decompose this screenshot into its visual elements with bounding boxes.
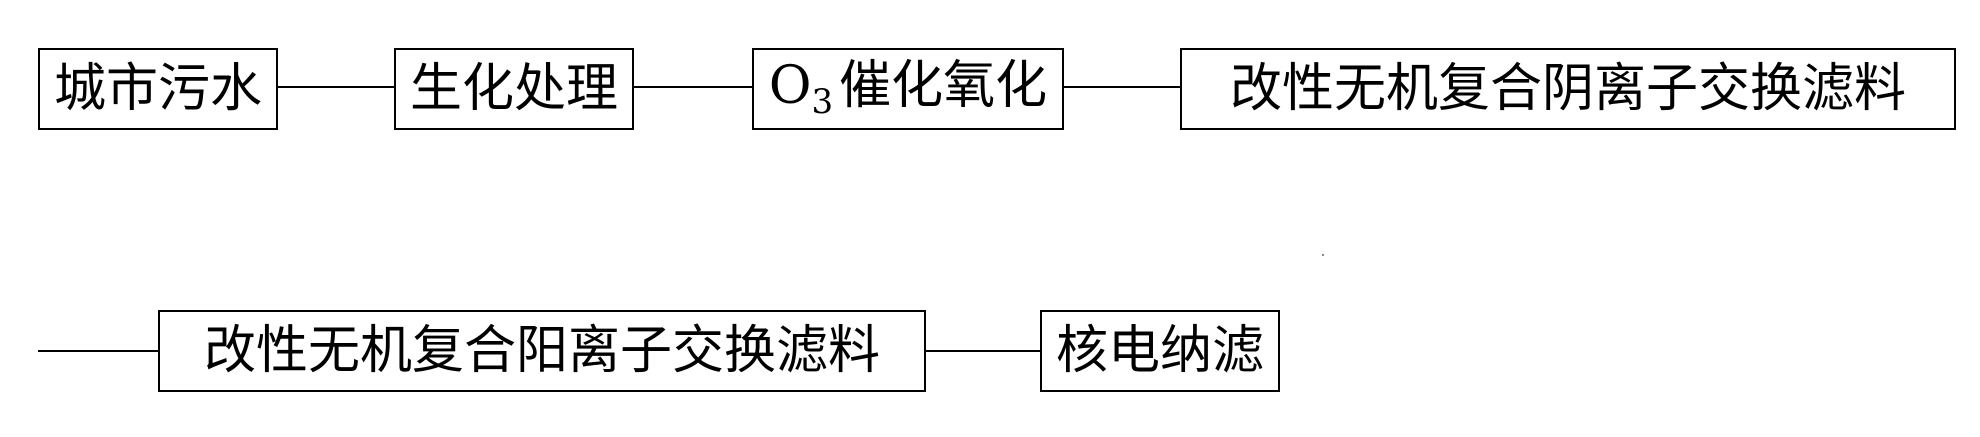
step-biochemical-treatment-label: 生化处理 xyxy=(409,59,618,119)
connector-2-3 xyxy=(634,86,752,88)
connector-1-2 xyxy=(278,86,394,88)
scan-artifact-dot xyxy=(1322,254,1324,256)
step-nuclear-nanofiltration: 核电纳滤 xyxy=(1040,310,1280,392)
connector-3-4 xyxy=(1064,86,1180,88)
connector-4-5 xyxy=(38,350,158,352)
step-anion-exchange-filter: 改性无机复合阴离子交换滤料 xyxy=(1180,48,1956,130)
step-municipal-wastewater: 城市污水 xyxy=(38,48,278,130)
step-municipal-wastewater-label: 城市污水 xyxy=(53,59,262,119)
step-o3-subscript: 3 xyxy=(811,81,834,122)
connector-5-6 xyxy=(926,350,1040,352)
step-nuclear-nanofiltration-label: 核电纳滤 xyxy=(1055,321,1264,381)
step-o3-prefix: O xyxy=(768,55,812,116)
step-anion-exchange-filter-label: 改性无机复合阴离子交换滤料 xyxy=(1229,59,1906,119)
step-biochemical-treatment: 生化处理 xyxy=(394,48,634,130)
step-cation-exchange-filter: 改性无机复合阳离子交换滤料 xyxy=(158,310,926,392)
step-cation-exchange-filter-label: 改性无机复合阳离子交换滤料 xyxy=(203,321,880,381)
step-o3-suffix: 催化氧化 xyxy=(839,55,1048,116)
